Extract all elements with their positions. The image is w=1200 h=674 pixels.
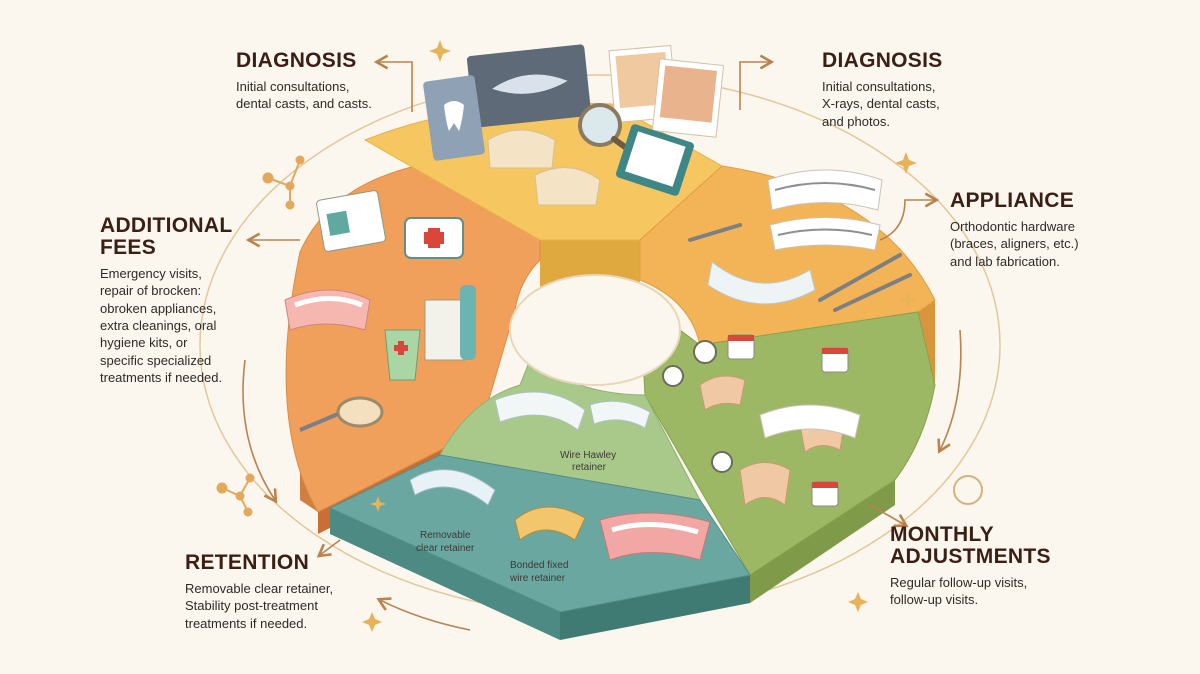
- additional-fees-title: ADDITIONAL FEES: [100, 214, 233, 260]
- first-aid-kit-icon: [404, 217, 464, 259]
- wire-hawley-label-line2: retainer: [572, 462, 607, 473]
- lower-denture-icon: [599, 512, 711, 561]
- arrow-outer-left: [242, 359, 278, 504]
- arrow-retention: [316, 539, 341, 558]
- label-additional-fees: ADDITIONAL FEES Emergency visits, repair…: [100, 214, 233, 386]
- arrow-outer-right: [937, 329, 962, 454]
- removable-clear-label-line1: Removable: [420, 530, 471, 541]
- label-retention: RETENTION Removable clear retainer, Stab…: [185, 551, 334, 632]
- removable-retainer-icon: [409, 469, 496, 506]
- appliance-title: APPLIANCE: [950, 189, 1075, 212]
- diagnosis-left-body: Initial consultations, dental casts, and…: [236, 79, 372, 112]
- denture-icon: [284, 289, 371, 331]
- additional-fees-body: Emergency visits, repair of brocken: obr…: [100, 266, 223, 385]
- wire-hawley-label-line1: Wire Hawley: [560, 450, 616, 461]
- braces-icon: [767, 169, 883, 251]
- molecule-icon: [216, 155, 305, 517]
- label-diagnosis-right: DIAGNOSIS Initial consultations, X-rays,…: [822, 49, 943, 130]
- toothpaste-icon: [384, 329, 421, 381]
- arrow-diagnosis-right: [739, 54, 775, 110]
- xray-icon: [466, 44, 592, 128]
- monthly-adjustments-title: MONTHLY ADJUSTMENTS: [890, 523, 1051, 569]
- label-diagnosis-left: DIAGNOSIS Initial consultations, dental …: [236, 49, 372, 113]
- sparkle-icon: [362, 40, 917, 632]
- clock-icon: [662, 340, 983, 505]
- segment-retention: [328, 454, 751, 613]
- patient-photos-icon: [608, 44, 725, 138]
- hawley-retainer-icon: [494, 391, 651, 431]
- removable-clear-label-line2: clear retainer: [416, 543, 475, 554]
- segment-monthly-adjustments: [639, 298, 936, 576]
- dental-tools-icon: [688, 223, 912, 312]
- center-hole: [509, 274, 681, 386]
- segment-monthly-front: [750, 480, 895, 603]
- retention-body: Removable clear retainer, Stability post…: [185, 581, 334, 631]
- clear-aligner-icon: [707, 261, 816, 305]
- retention-title: RETENTION: [185, 551, 310, 574]
- arrow-outer-bottom: [376, 597, 471, 631]
- segment-retention-front2: [560, 575, 750, 640]
- clipboard-icon: [616, 124, 694, 196]
- label-monthly-adjustments: MONTHLY ADJUSTMENTS Regular follow-up vi…: [890, 523, 1051, 609]
- adjustment-hands-icon: [699, 375, 861, 506]
- calendar-icon: [727, 334, 849, 507]
- tooth-card-icon: [423, 75, 485, 161]
- diagnosis-right-body: Initial consultations, X-rays, dental ca…: [822, 79, 940, 129]
- bonded-retainer-icon: [514, 506, 586, 541]
- dental-mirror-icon: [299, 396, 384, 432]
- arrow-appliance: [879, 192, 940, 241]
- dental-cast-icon: [487, 129, 601, 206]
- arrow-diagnosis-left: [373, 54, 413, 112]
- appliance-body: Orthodontic hardware (braces, aligners, …: [950, 219, 1079, 269]
- bonded-fixed-label-line1: Bonded fixed: [510, 560, 568, 571]
- segment-retention-front: [330, 508, 560, 640]
- monthly-adjustments-body: Regular follow-up visits, follow-up visi…: [890, 575, 1028, 608]
- diagnosis-right-title: DIAGNOSIS: [822, 49, 943, 72]
- arrow-monthly: [869, 504, 909, 528]
- pointer-arrows: [242, 54, 962, 631]
- hygiene-kit-icon: [424, 285, 476, 361]
- label-appliance: APPLIANCE Orthodontic hardware (braces, …: [950, 189, 1079, 270]
- id-card-icon: [316, 190, 386, 252]
- diagnosis-left-title: DIAGNOSIS: [236, 49, 357, 72]
- bonded-fixed-label-line2: wire retainer: [509, 573, 566, 584]
